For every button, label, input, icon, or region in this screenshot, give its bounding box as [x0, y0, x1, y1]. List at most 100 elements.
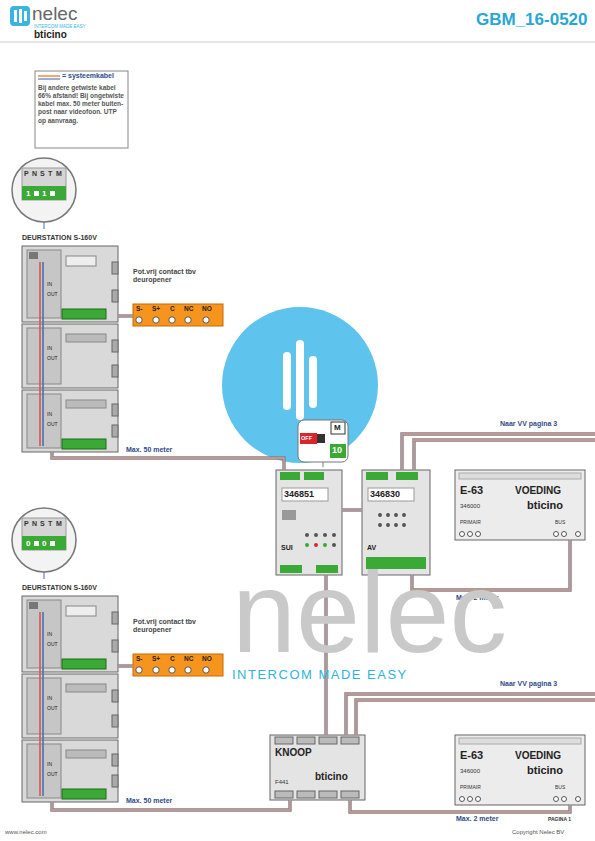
switch-magnifier: [300, 433, 317, 444]
av-module: [386, 523, 390, 527]
terminal-label: OUT: [47, 772, 58, 778]
switch-label: OFF: [301, 435, 312, 441]
av-module: [394, 513, 398, 517]
sui-module: [323, 533, 327, 537]
switch-magnifier: [331, 422, 345, 434]
contact-block: Pot.vrij contact tbv deuropenerS-S+CNCNO: [133, 268, 223, 326]
terminal-label: IN: [47, 412, 52, 418]
part-number: 346000: [460, 503, 480, 510]
part-number: F441: [275, 779, 289, 786]
dip-switch-label: N: [32, 520, 37, 528]
av-module: [366, 472, 388, 480]
dip-switch-label: 0: [42, 539, 46, 548]
cable-line: [52, 452, 284, 470]
terminal-label: IN: [47, 762, 52, 768]
cable-length: Max. 2 meter: [455, 815, 499, 823]
sui-module: [305, 533, 309, 537]
offpage-cable: [402, 434, 595, 470]
legend-text: = systeemkabel: [62, 72, 114, 79]
terminal-label: S+: [152, 305, 160, 312]
sui-module: [323, 543, 327, 547]
station-heading: DEURSTATION S-160V: [22, 584, 97, 592]
sui-module: [305, 543, 309, 547]
knoop-module: [297, 737, 315, 744]
door-station: DEURSTATION S-160V: [22, 234, 118, 452]
switch-label: 10: [332, 445, 342, 455]
dip-switch-label: T: [48, 520, 52, 528]
terminal-label: BUS: [555, 520, 565, 526]
illustration: [24, 11, 27, 21]
offpage-note: Naar VV pagina 3: [500, 680, 557, 688]
part-name: E-63: [460, 484, 483, 497]
sui-module: [280, 472, 300, 480]
terminal-label: S-: [136, 305, 143, 312]
switch-magnifier: [298, 420, 348, 462]
av-module: [402, 513, 406, 517]
switch-magnifier: [317, 434, 325, 443]
cable-line: [350, 800, 570, 812]
part-number: 346000: [460, 768, 480, 775]
terminal-label: S-: [136, 655, 143, 662]
terminal-label: NC: [184, 655, 193, 662]
av-module: [396, 472, 418, 480]
knoop-module: [270, 735, 365, 800]
legend-entry: = systeemkabel: [62, 72, 114, 80]
contact-block: Pot.vrij contact tbv deuropenerS-S+CNCNO: [133, 618, 223, 676]
terminal-label: OUT: [47, 356, 58, 362]
system-cable: [52, 452, 284, 470]
system-cable: [118, 666, 133, 667]
cable-note: Bij andere getwiste kabel 66% afstand! B…: [38, 84, 126, 125]
terminal-label: IN: [47, 632, 52, 638]
offpage-cable: [402, 434, 595, 470]
illustration: [283, 352, 291, 410]
cable-line: [118, 314, 133, 317]
system-cable: [342, 510, 362, 511]
logo-name: nelec: [32, 3, 77, 25]
terminal-label: PRIMAIR: [460, 785, 481, 791]
cable-length: Max. 50 meter: [125, 446, 173, 454]
illustration: [35, 71, 128, 148]
brand-name: bticino: [315, 771, 348, 783]
offpage-cable: [346, 694, 595, 735]
av-module: [378, 513, 382, 517]
brand-name: bticino: [34, 29, 67, 41]
terminal-label: C: [170, 655, 175, 662]
door-station: DEURSTATION S-160V: [22, 584, 118, 802]
brand-name: bticino: [527, 499, 563, 512]
dip-switch-label: P: [24, 520, 29, 528]
illustration: [19, 9, 22, 23]
terminal-label: PRIMAIR: [460, 520, 481, 526]
cable-line: [52, 452, 284, 470]
dip-switch-label: P: [24, 170, 29, 178]
av-module: [402, 523, 406, 527]
illustration: [0, 42, 595, 43]
page-title: GBM_16-0520: [476, 10, 588, 30]
knoop-module: [341, 737, 359, 744]
illustration: [14, 10, 17, 22]
dip-switch-label: 1: [42, 189, 46, 198]
dip-switch-label: S: [40, 520, 45, 528]
illustration: [296, 340, 304, 420]
illustration: [309, 356, 317, 408]
av-module: [368, 488, 414, 501]
offpage-cable: [414, 440, 595, 470]
system-cable: [118, 316, 133, 317]
knoop-module: [275, 737, 293, 744]
footer-text: Copyright Nelec BV: [512, 829, 564, 836]
contact-heading: Pot.vrij contact tbv deuropener: [133, 268, 205, 284]
part-title: VOEDING: [515, 750, 561, 762]
watermark: INTERCOM MADE EASY: [232, 668, 408, 683]
cable-line: [118, 665, 133, 666]
legend-sample: [38, 75, 60, 76]
footer-text: www.nelec.com: [5, 829, 47, 836]
offpage-note: Naar VV pagina 3: [500, 420, 557, 428]
cable-line: [342, 509, 362, 510]
system-cable: [350, 800, 570, 812]
station-heading: DEURSTATION S-160V: [22, 234, 97, 242]
part-name: KNOOP: [275, 747, 312, 759]
switch-magnifier: [330, 444, 346, 458]
terminal-label: OUT: [47, 706, 58, 712]
av-module: [378, 523, 382, 527]
sui-module: [304, 472, 324, 480]
